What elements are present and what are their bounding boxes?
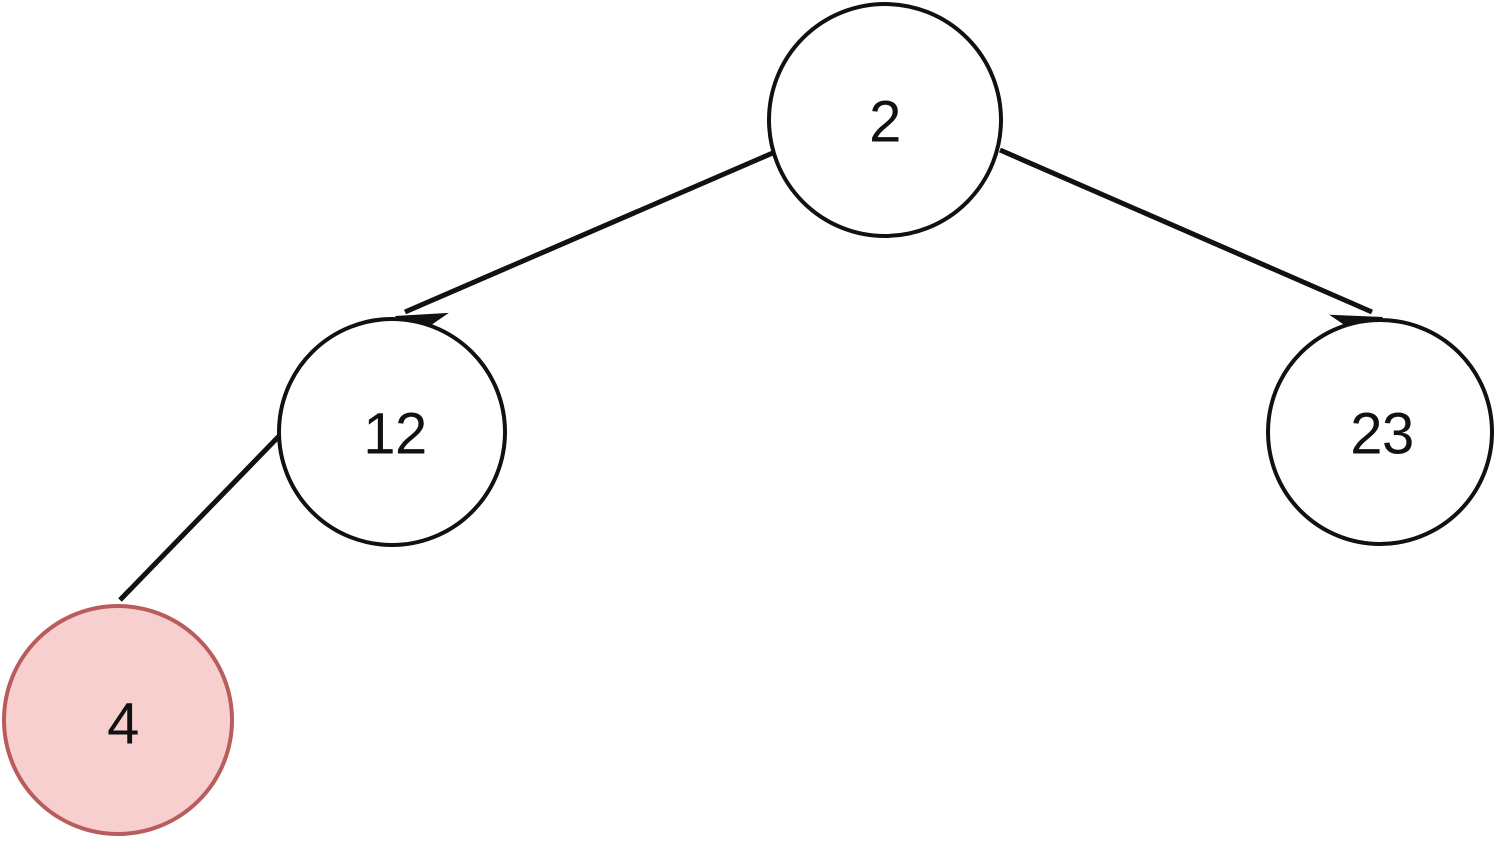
node-label: 23 [1350, 402, 1414, 467]
edge-line [999, 147, 1373, 315]
tree-node[interactable]: 23 [1266, 318, 1494, 546]
node-label: 12 [363, 402, 427, 467]
edge-line [118, 430, 285, 602]
node-circle[interactable] [1266, 318, 1494, 546]
node-circle[interactable] [2, 604, 234, 836]
tree-node-highlighted[interactable]: 4 [2, 604, 234, 836]
node-label: 4 [107, 692, 139, 757]
tree-node[interactable]: 2 [767, 2, 1003, 238]
node-label: 2 [869, 90, 901, 155]
tree-node[interactable]: 12 [277, 317, 507, 547]
node-circle[interactable] [767, 2, 1003, 238]
edge-line [404, 149, 776, 315]
node-circle[interactable] [277, 317, 507, 547]
